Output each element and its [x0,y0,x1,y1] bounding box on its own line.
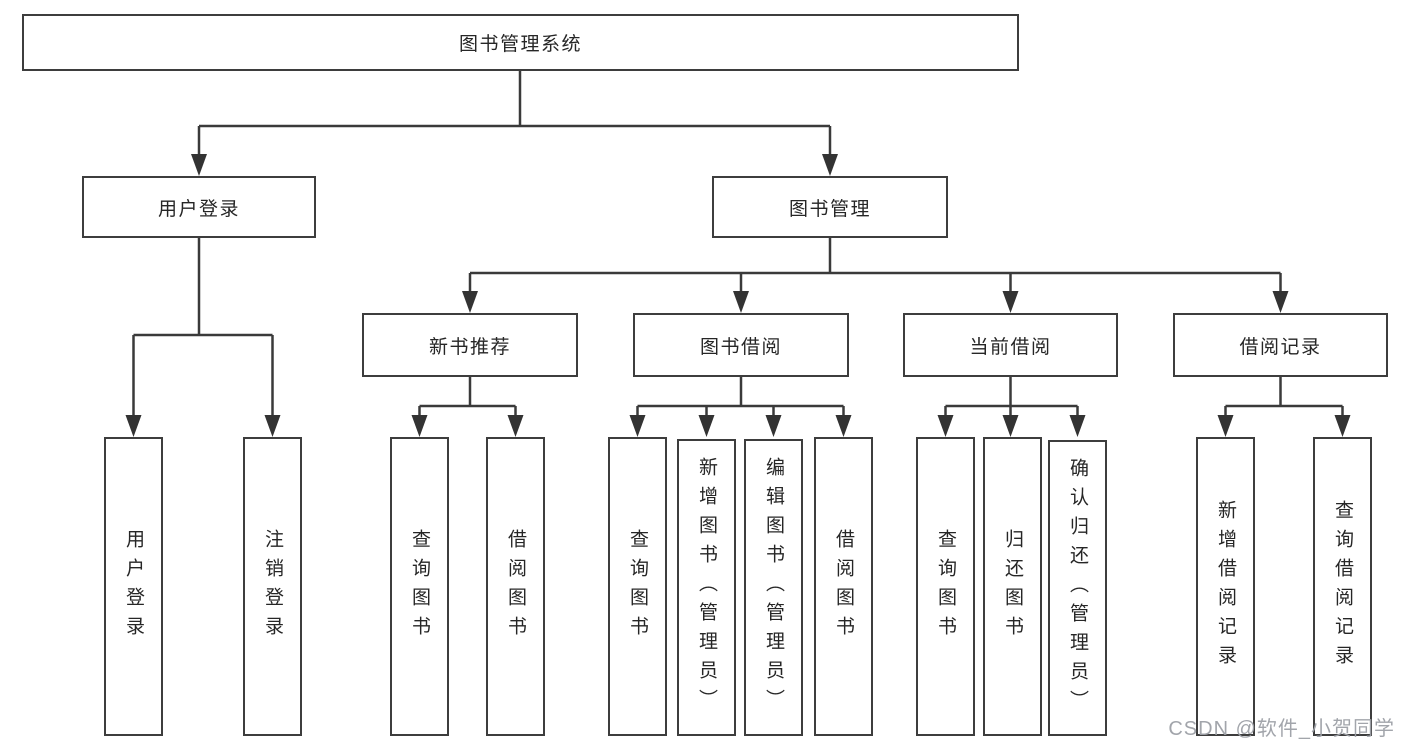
node-leaf-return-book: 归还图书 [983,437,1042,736]
node-leaf-confirm-return-admin: 确认归还（管理员） [1048,440,1107,736]
node-leaf-add-borrow-record: 新增借阅记录 [1196,437,1255,736]
connector-root-to-level2 [191,71,838,176]
node-leaf-query-books-3: 查询图书 [916,437,975,736]
node-book-borrowing: 图书借阅 [633,313,849,377]
connector-current-borrowing-to-leaves [937,377,1086,437]
node-leaf-edit-book-admin: 编辑图书（管理员） [744,439,803,736]
node-label: 查询图书 [935,528,956,645]
node-label: 确认归还（管理员） [1067,457,1088,719]
node-root-library-management-system: 图书管理系统 [22,14,1019,71]
node-current-borrowing: 当前借阅 [903,313,1118,377]
connector-book-management-to-level3 [462,238,1289,313]
node-label: 新增借阅记录 [1215,499,1236,674]
connector-user-login-to-children [125,238,281,437]
node-label: 借阅图书 [833,528,854,645]
node-label: 用户登录 [157,198,240,220]
node-new-book-recommend: 新书推荐 [362,313,578,377]
node-label: 归还图书 [1002,528,1023,645]
connector-borrowing-records-to-leaves [1217,377,1351,437]
connector-new-book-recommend-to-leaves [411,377,524,437]
node-label: 查询图书 [627,528,648,645]
node-label: 借阅记录 [1239,336,1322,358]
node-user-login: 用户登录 [82,176,316,238]
node-leaf-logout: 注销登录 [243,437,302,736]
node-label: 查询借阅记录 [1332,499,1353,674]
node-leaf-query-books-1: 查询图书 [390,437,449,736]
node-label: 注销登录 [262,528,283,645]
csdn-watermark: CSDN @软件_小贺同学 [1168,718,1395,740]
node-borrowing-records: 借阅记录 [1173,313,1388,377]
node-leaf-borrow-books-1: 借阅图书 [486,437,545,736]
node-label: 图书借阅 [699,336,782,358]
node-leaf-user-login: 用户登录 [104,437,163,736]
node-label: 当前借阅 [969,336,1052,358]
node-label: 借阅图书 [505,528,526,645]
node-label: 用户登录 [123,528,144,645]
node-leaf-query-books-2: 查询图书 [608,437,667,736]
node-book-management: 图书管理 [712,176,948,238]
node-label: 新书推荐 [428,336,511,358]
node-leaf-add-book-admin: 新增图书（管理员） [677,439,736,736]
node-label: 图书管理 [788,198,871,220]
node-label: 新增图书（管理员） [696,457,717,718]
node-label: 查询图书 [409,528,430,645]
node-label: 图书管理系统 [458,34,582,55]
connector-book-borrowing-to-leaves [629,377,852,437]
node-label: 编辑图书（管理员） [763,457,784,718]
node-leaf-query-borrow-record: 查询借阅记录 [1313,437,1372,736]
node-leaf-borrow-books-2: 借阅图书 [814,437,873,736]
